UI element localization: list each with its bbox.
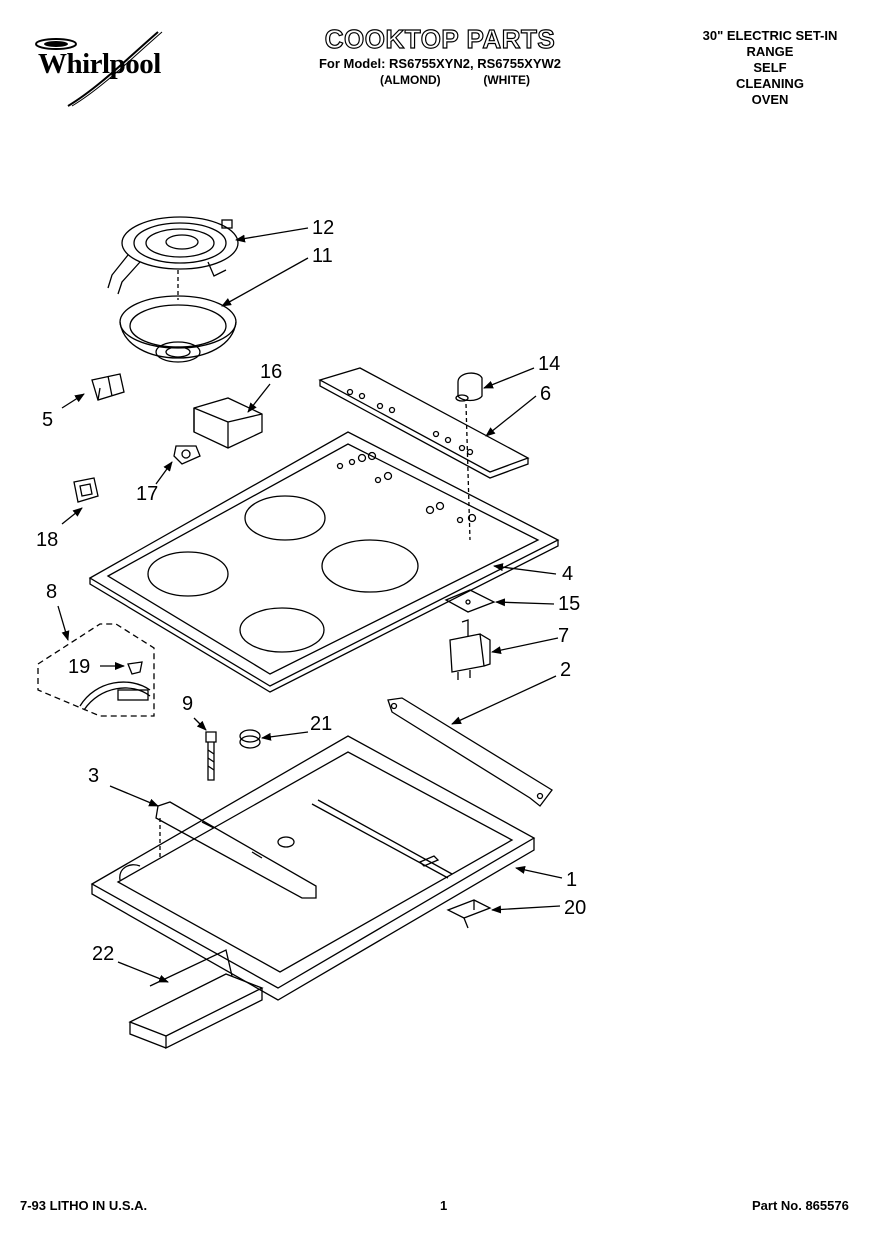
brand-name: Whirlpool [38,48,161,80]
wire-harness [79,681,151,711]
callout-4: 4 [562,563,573,585]
logo-swoosh [35,31,163,107]
part-number: Part No. 865576 [752,1198,849,1213]
callout-20: 20 [564,897,586,919]
callout-5: 5 [42,409,53,431]
page-title: COOKTOP PARTS [324,23,556,54]
model-line: For Model: RS6755XYN2, RS6755XYW2 [318,56,562,71]
variant-almond: (ALMOND) [380,73,441,87]
callout-6: 6 [540,383,551,405]
switch-insulator [444,589,496,613]
surface-element [107,216,239,295]
callout-11: 11 [312,245,333,267]
switch-clip [173,445,201,465]
front-brace [155,801,317,899]
callout-12: 12 [312,217,334,239]
callout-17: 17 [136,483,158,505]
screw [127,661,143,675]
burner-box [90,735,536,1001]
callout-leaders [57,227,563,983]
brand-logo [28,28,188,108]
terminal-block [91,373,125,401]
litho-note: 7-93 LITHO IN U.S.A. [20,1198,148,1213]
callout-2: 2 [560,659,571,681]
callout-7: 7 [558,625,569,647]
callout-16: 16 [260,361,282,383]
page-number: 1 [440,1198,448,1213]
mounting-clip [73,477,99,503]
cooktop-main-top [88,431,560,693]
callout-19: 19 [68,656,90,678]
rear-support-channel [387,697,553,807]
side-bracket [446,899,492,929]
infinite-switch [449,619,491,680]
description-line: 30" ELECTRIC SET-IN [702,28,838,43]
model-variants: (ALMOND) (WHITE) [380,73,530,87]
description-line: CLEANING [736,76,804,91]
callout-21: 21 [310,713,332,735]
callout-numbers: 12 11 5 16 14 6 17 18 4 15 8 7 19 2 9 21… [36,217,586,965]
callout-8: 8 [46,581,57,603]
callout-15: 15 [558,593,580,615]
variant-white: (WHITE) [483,73,530,87]
control-panel-insert [318,367,530,479]
drip-bowl [119,295,237,363]
callout-3: 3 [88,765,99,787]
callout-18: 18 [36,529,58,551]
description-line: RANGE [746,44,794,59]
receptacle-bracket [193,397,263,449]
description-line: OVEN [751,92,789,107]
callout-9: 9 [182,693,193,715]
wire-detail-box [37,623,155,717]
control-knob [455,372,483,402]
callout-1: 1 [566,869,577,891]
callout-22: 22 [92,943,114,965]
grommet [239,729,261,749]
mounting-screw [205,731,217,781]
description-line: SELF [753,60,787,75]
product-description: 30" ELECTRIC SET-IN RANGE SELF CLEANING … [680,28,860,108]
callout-14: 14 [538,353,560,375]
vent-duct [128,949,264,1050]
